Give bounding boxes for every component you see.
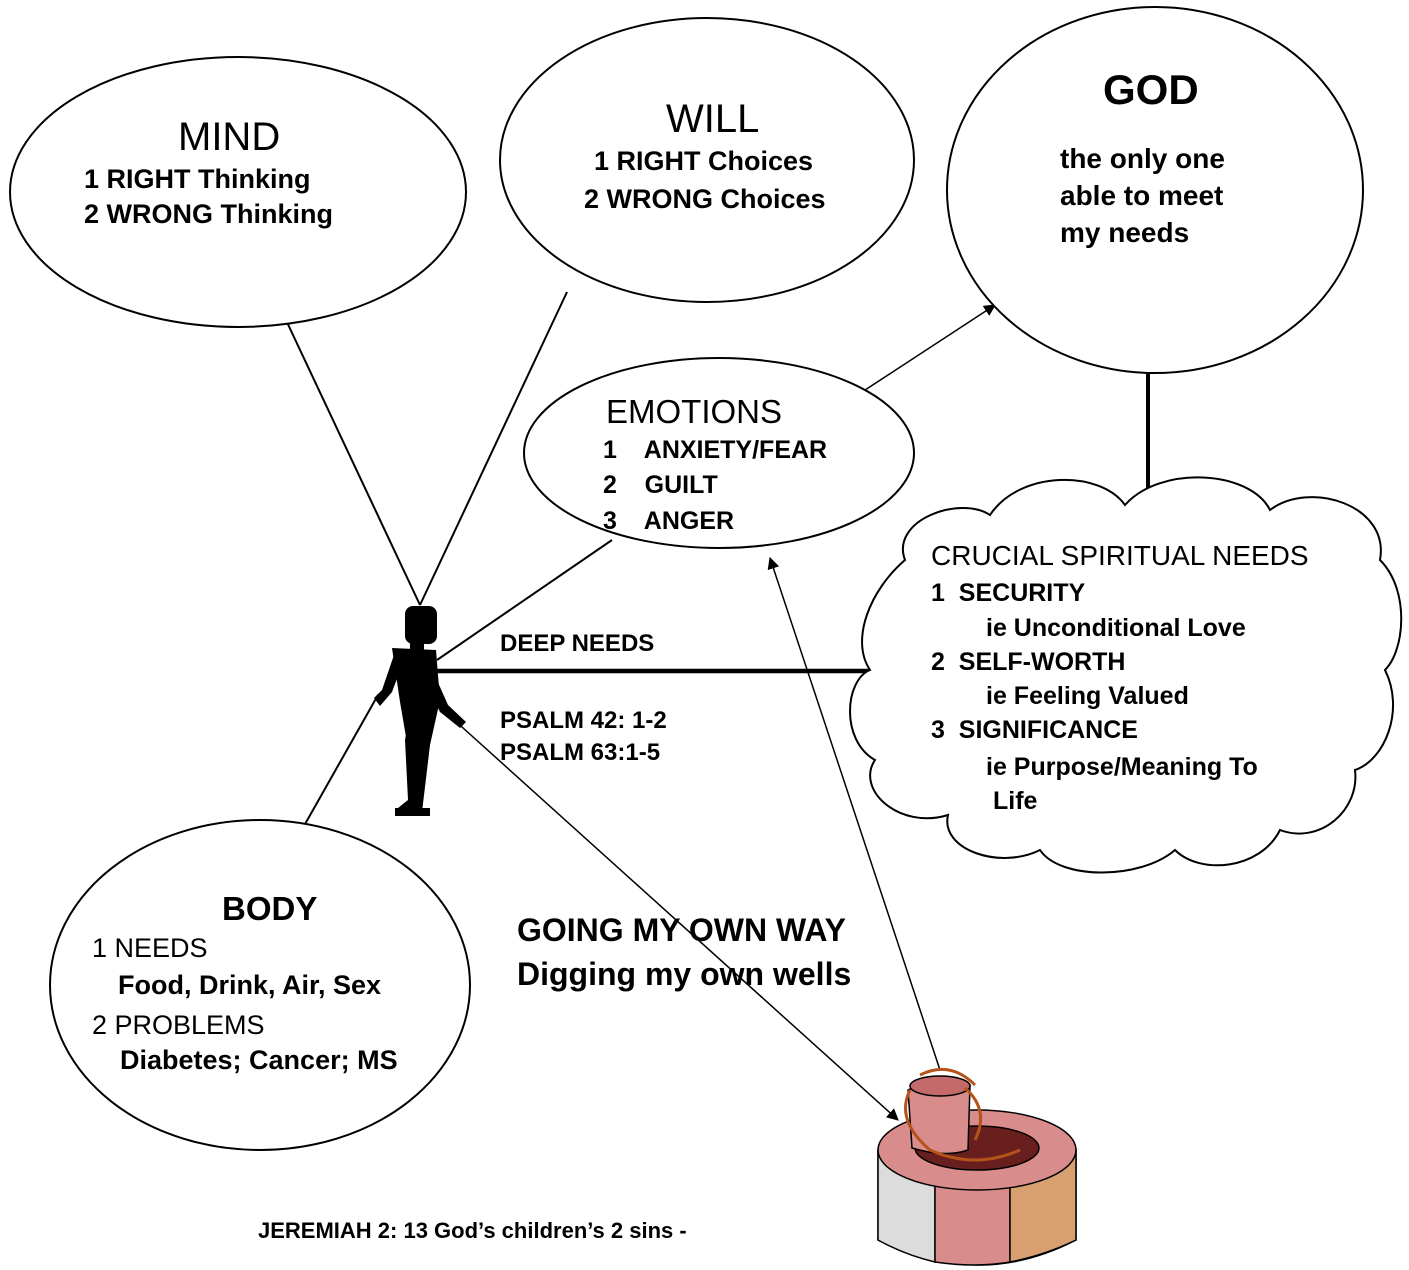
well-to-emotions-arrow [767, 556, 941, 1071]
will-title: WILL [666, 97, 760, 141]
body-item-problems: 2 PROBLEMS [92, 1010, 265, 1040]
body-detail-needs: Food, Drink, Air, Sex [118, 970, 382, 1000]
needs-detail-self-worth: ie Feeling Valued [986, 682, 1189, 710]
will-item-right: 1 RIGHT Choices [594, 146, 814, 176]
mind-item-right: 1 RIGHT Thinking [84, 164, 311, 194]
emotions-connector-line [436, 539, 613, 661]
will-connector-line [419, 291, 568, 606]
emotions-item-anger: 3 ANGER [603, 507, 735, 535]
god-line-3: my needs [1060, 217, 1190, 248]
own-way-line-1: GOING MY OWN WAY [517, 912, 846, 948]
water-well-icon [877, 1067, 1077, 1266]
mind-oval [9, 56, 467, 328]
needs-item-security: 1 SECURITY [931, 579, 1086, 607]
needs-item-significance: 3 SIGNIFICANCE [931, 716, 1138, 744]
needs-detail-security: ie Unconditional Love [986, 614, 1246, 642]
god-oval [946, 6, 1364, 374]
mind-connector-line [284, 317, 421, 606]
god-line-1: the only one [1060, 143, 1225, 174]
body-connector-line [299, 694, 379, 834]
deep-needs-label: DEEP NEEDS [500, 630, 655, 657]
god-title: GOD [1103, 66, 1199, 113]
own-way-line-2: Digging my own wells [517, 956, 852, 992]
will-oval [499, 17, 915, 303]
mind-item-wrong: 2 WRONG Thinking [84, 199, 333, 229]
emotions-item-guilt: 2 GUILT [603, 471, 718, 499]
emotions-item-anxiety: 1 ANXIETY/FEAR [603, 436, 828, 464]
needs-cloud-shape [849, 476, 1403, 874]
god-line-2: able to meet [1060, 180, 1224, 211]
psalm-42-label: PSALM 42: 1-2 [500, 707, 667, 734]
mind-title: MIND [178, 115, 281, 159]
will-item-wrong: 2 WRONG Choices [584, 184, 826, 214]
needs-item-self-worth: 2 SELF-WORTH [931, 648, 1126, 676]
body-title: BODY [222, 890, 318, 927]
jeremiah-caption: JEREMIAH 2: 13 God’s children’s 2 sins - [258, 1218, 687, 1243]
emotions-title: EMOTIONS [606, 393, 783, 430]
body-detail-problems: Diabetes; Cancer; MS [120, 1045, 398, 1075]
needs-detail-significance: ie Purpose/Meaning To [986, 753, 1258, 781]
needs-title: CRUCIAL SPIRITUAL NEEDS [931, 540, 1309, 571]
body-oval [49, 819, 471, 1151]
body-item-needs: 1 NEEDS [92, 933, 208, 963]
own-way-arrow [451, 717, 899, 1121]
standing-person-icon [374, 606, 466, 816]
emotions-to-god-arrow [861, 304, 997, 393]
psalm-63-label: PSALM 63:1-5 [500, 739, 661, 766]
needs-detail-life: Life [993, 787, 1038, 815]
emotions-oval [523, 357, 915, 549]
